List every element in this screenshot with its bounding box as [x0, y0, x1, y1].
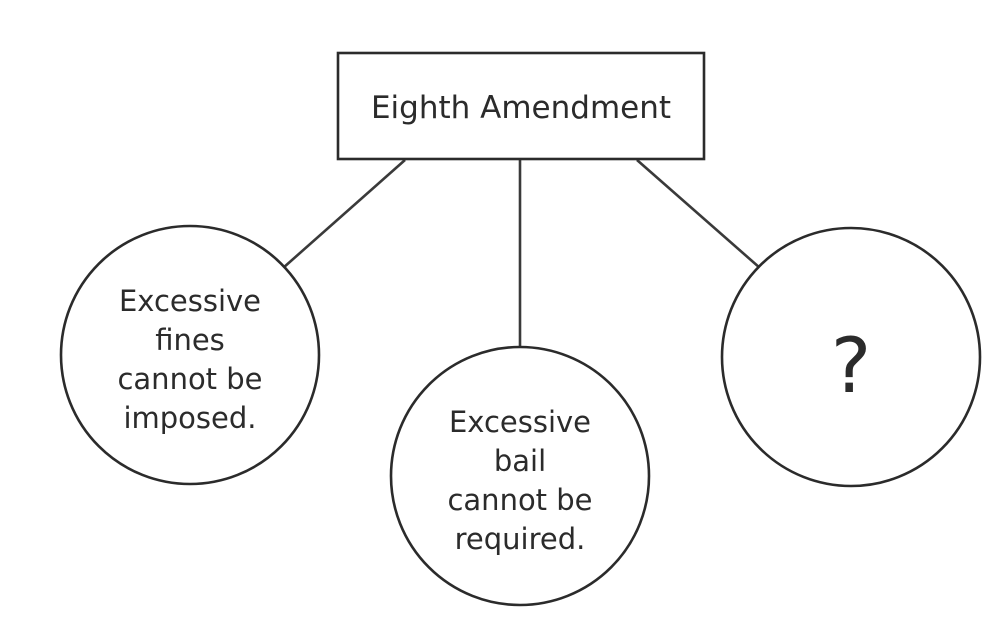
- connector-root-to-unknown: [636, 159, 761, 269]
- node-bail-line: cannot be: [447, 483, 592, 517]
- node-bail-line: Excessive: [449, 405, 591, 439]
- node-fines-line: imposed.: [123, 401, 256, 435]
- root-node: Eighth Amendment: [336, 51, 706, 161]
- node-unknown-circle: [720, 226, 982, 488]
- node-bail-line: required.: [455, 522, 586, 556]
- node-unknown-question-mark: ?: [831, 321, 871, 410]
- connector-root-to-fines: [282, 159, 406, 269]
- node-bail-line: bail: [494, 444, 546, 478]
- node-unknown: ?: [720, 226, 982, 488]
- root-label: Eighth Amendment: [371, 90, 671, 126]
- root-box: [336, 51, 706, 161]
- node-fines-line: cannot be: [117, 362, 262, 396]
- node-fines-line: Excessive: [119, 284, 261, 318]
- node-bail: Excessive bail cannot be required.: [389, 345, 651, 607]
- node-fines-line: fines: [155, 323, 225, 357]
- node-fines-circle: [59, 224, 321, 486]
- node-bail-circle: [389, 345, 651, 607]
- node-fines: Excessive fines cannot be imposed.: [59, 224, 321, 486]
